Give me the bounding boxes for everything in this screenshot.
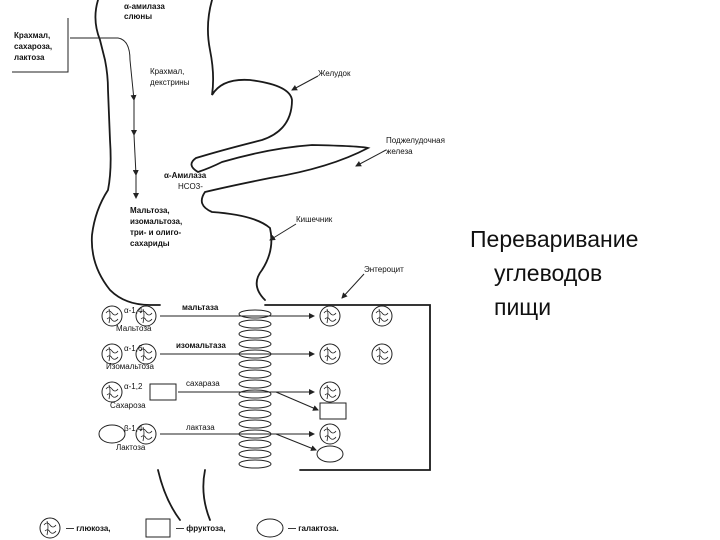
- substrate-label: Мальтоза: [116, 324, 152, 333]
- enterocyte: [238, 304, 431, 471]
- brush-border: [238, 309, 272, 469]
- glucose-icon: [319, 343, 341, 365]
- enterocyte-pointer: [341, 273, 365, 299]
- label-bicarbonate: HCO3-: [178, 182, 203, 191]
- galactose-icon: [256, 518, 284, 538]
- label-pancreas: Поджелудочная железа: [386, 136, 447, 156]
- enzyme-label: сахараза: [186, 379, 220, 388]
- bond-label: α-1,2: [124, 382, 143, 391]
- label-products: Мальтоза, изомальтоза, три- и олиго- сах…: [130, 206, 184, 248]
- substrate-label: Лактоза: [116, 443, 146, 452]
- tract-right-wall: [190, 0, 371, 301]
- title-line-3: пищи: [494, 294, 552, 320]
- enzyme-label: лактаза: [186, 423, 215, 432]
- bond-label: α-1,6: [124, 344, 143, 353]
- substrate-label: Изомальтоза: [106, 362, 155, 371]
- glucose-icon: [101, 305, 123, 327]
- label-amylase-saliva: α-амилаза слюны: [124, 2, 167, 21]
- intestine-pointer: [269, 223, 297, 241]
- pancreas-pointer: [355, 149, 387, 167]
- row-isomaltose: α-1,6 Изомальтоза изомальтаза: [101, 341, 393, 371]
- title-line-2: углеводов: [494, 260, 603, 286]
- row-sucrose: α-1,2 Сахароза сахараза: [101, 379, 347, 420]
- flow-arrows: [12, 18, 387, 299]
- title-line-1: Переваривание: [470, 226, 639, 252]
- label-enterocyte: Энтероцит: [364, 265, 404, 274]
- bond-label: α-1,4: [124, 306, 143, 315]
- glucose-icon: [319, 423, 341, 445]
- gi-tract: [90, 0, 371, 521]
- label-stomach: Желудок: [318, 69, 351, 78]
- galactose-icon: [316, 445, 344, 463]
- label-intestine: Кишечник: [296, 215, 333, 224]
- enzyme-label: мальтаза: [182, 303, 219, 312]
- tract-left-wall: [90, 0, 161, 306]
- row-lactose: β-1,4 Лактоза лактаза: [98, 423, 344, 463]
- substrate-label: Сахароза: [110, 401, 146, 410]
- glucose-icon: [101, 381, 123, 403]
- legend-galactose: — галактоза.: [288, 524, 339, 533]
- glucose-icon: [371, 305, 393, 327]
- galactose-icon: [98, 424, 126, 444]
- label-starch-dextrins: Крахмал, декстрины: [150, 67, 190, 87]
- fructose-icon: [319, 402, 347, 420]
- enterocyte-membrane: [264, 304, 431, 471]
- glucose-icon: [101, 343, 123, 365]
- fructose-icon: [145, 518, 171, 538]
- intestine-bottom-left: [157, 469, 211, 521]
- label-food: Крахмал, сахароза, лактоза: [14, 31, 54, 62]
- glucose-icon: [371, 343, 393, 365]
- legend: — глюкоза, — фруктоза, — галактоза.: [39, 517, 339, 539]
- glucose-icon: [39, 517, 61, 539]
- stomach-pointer: [291, 75, 319, 91]
- legend-glucose: — глюкоза,: [66, 524, 111, 533]
- row-maltose: α-1,4 Мальтоза мальтаза: [101, 303, 393, 333]
- label-pancreatic-amylase: α-Амилаза: [164, 171, 207, 180]
- legend-fructose: — фруктоза,: [176, 524, 226, 533]
- bond-label: β-1,4: [124, 424, 143, 433]
- enzyme-label: изомальтаза: [176, 341, 226, 350]
- glucose-icon: [319, 305, 341, 327]
- glucose-icon: [319, 381, 341, 403]
- fructose-icon: [149, 383, 177, 401]
- slide-title: Переваривание углеводов пищи: [470, 222, 710, 324]
